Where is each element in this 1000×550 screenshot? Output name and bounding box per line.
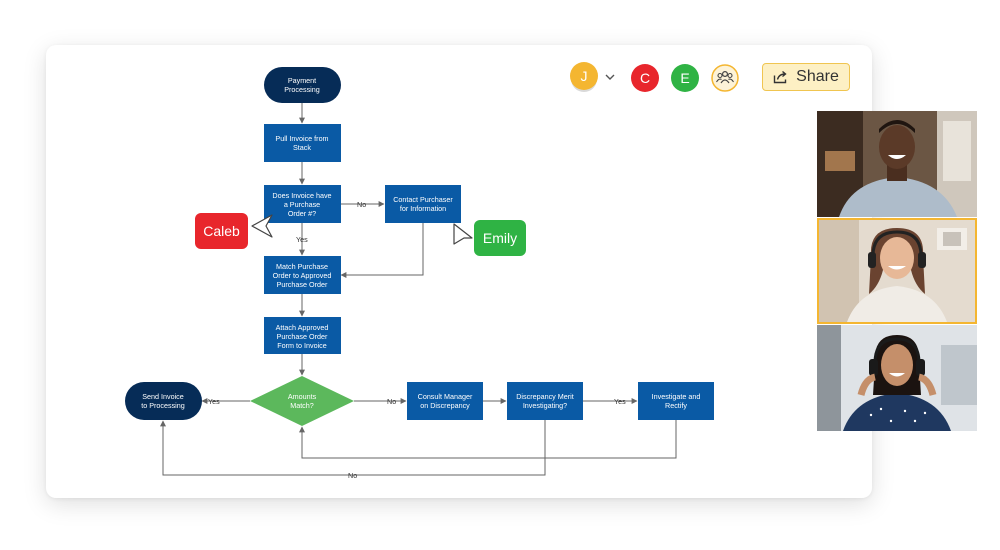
node-label: Investigating? (523, 401, 567, 410)
node-does-invoice-have-po[interactable]: Does Invoice have a Purchase Order #? (264, 185, 341, 223)
node-label: Amounts (288, 392, 317, 401)
node-discrepancy-merit[interactable]: Discrepancy Merit Investigating? (507, 382, 583, 420)
node-label: to Processing (141, 401, 185, 410)
node-consult-manager[interactable]: Consult Manager on Discrepancy (407, 382, 483, 420)
avatar-j[interactable]: J (570, 62, 598, 90)
cursor-name: Caleb (203, 223, 240, 239)
cursor-label-caleb: Caleb (195, 213, 248, 249)
cursor-arrow-icon (251, 214, 273, 238)
node-amounts-match-decision[interactable]: Amounts Match? (250, 376, 354, 426)
node-label: Discrepancy Merit (516, 392, 574, 401)
whiteboard-canvas[interactable] (46, 45, 872, 498)
video-tile-3[interactable] (817, 325, 977, 431)
participant-video (817, 111, 977, 217)
node-match-purchase-order[interactable]: Match Purchase Order to Approved Purchas… (264, 256, 341, 294)
node-label: Processing (284, 85, 320, 94)
node-contact-purchaser[interactable]: Contact Purchaser for Information (385, 185, 461, 223)
video-tile-1[interactable] (817, 111, 977, 217)
edge-label-no: No (387, 397, 396, 406)
avatar-c[interactable]: C (631, 64, 659, 92)
node-label: Match Purchase (276, 262, 328, 271)
node-label: Does Invoice have (272, 191, 331, 200)
avatar-e[interactable]: E (671, 64, 699, 92)
flowchart-connectors (160, 103, 677, 476)
cursor-name: Emily (482, 230, 518, 246)
participant-video (817, 325, 977, 431)
avatar-initial: J (580, 68, 588, 84)
node-label: Consult Manager (418, 392, 473, 401)
participant-video (819, 220, 975, 322)
cursor-arrow-icon (453, 223, 473, 245)
node-label: Rectify (665, 401, 687, 410)
node-pull-invoice[interactable]: Pull Invoice from Stack (264, 124, 341, 162)
node-label: Order #? (288, 209, 316, 218)
edge-label-yes: Yes (208, 397, 220, 406)
avatar-initial: E (680, 70, 690, 86)
edge-label-yes: Yes (614, 397, 626, 406)
chevron-down-icon[interactable] (604, 72, 616, 82)
node-label: Order to Approved (273, 271, 332, 280)
node-label: Attach Approved (276, 323, 329, 332)
node-label: Match? (290, 401, 314, 410)
node-label: for Information (400, 204, 446, 213)
node-label: Form to Invoice (277, 341, 327, 350)
node-label: Payment (288, 76, 316, 85)
node-label: on Discrepancy (420, 401, 470, 410)
edge-label-no: No (357, 200, 366, 209)
share-icon (773, 70, 787, 84)
avatar-initial: C (639, 70, 651, 86)
share-button[interactable]: Share (762, 63, 850, 91)
share-button-label: Share (796, 68, 839, 85)
node-label: Purchase Order (277, 280, 328, 289)
node-label: Pull Invoice from (275, 134, 328, 143)
node-label: Send Invoice (142, 392, 184, 401)
node-send-invoice[interactable]: Send Invoice to Processing (125, 382, 202, 420)
node-label: Investigate and (652, 392, 701, 401)
video-tile-2[interactable] (817, 218, 977, 324)
edge-label-no: No (348, 471, 357, 480)
node-label: a Purchase (284, 200, 320, 209)
edge-label-yes: Yes (296, 235, 308, 244)
node-label: Purchase Order (277, 332, 328, 341)
node-label: Stack (293, 143, 311, 152)
cursor-label-emily: Emily (474, 220, 526, 256)
node-attach-approved-po[interactable]: Attach Approved Purchase Order Form to I… (264, 317, 341, 354)
users-group-icon[interactable] (711, 64, 739, 92)
node-payment-processing[interactable]: Payment Processing (264, 67, 341, 103)
node-investigate-rectify[interactable]: Investigate and Rectify (638, 382, 714, 420)
node-label: Contact Purchaser (393, 195, 453, 204)
